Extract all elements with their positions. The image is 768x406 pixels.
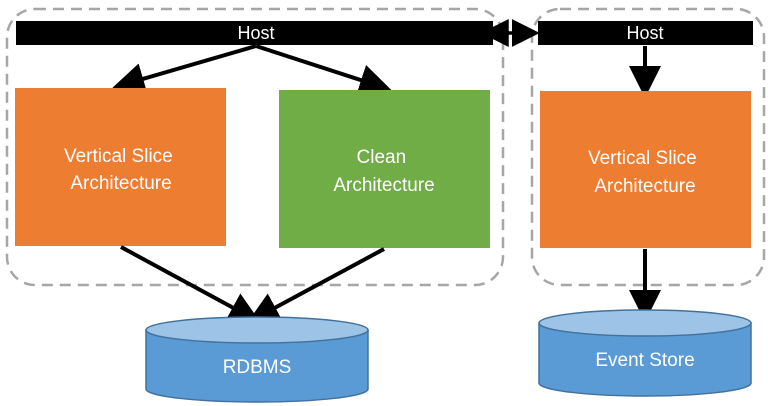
- left-host-label: Host: [237, 23, 274, 43]
- rdbms-database: RDBMS: [145, 316, 369, 403]
- rdbms-cylinder-body: [145, 329, 369, 403]
- host-to-clean-arrow: [255, 44, 392, 96]
- left-vertical-slice-box: [15, 88, 226, 246]
- left-deployment-boundary: [5, 7, 505, 287]
- vertical-slice-to-rdbms-arrow: [120, 245, 261, 323]
- event-store-database: Event Store: [538, 309, 752, 397]
- right-host-label: Host: [626, 23, 663, 43]
- rdbms-label: RDBMS: [223, 357, 292, 378]
- right-vertical-slice-box: [540, 91, 751, 248]
- right-deployment-boundary: [530, 7, 766, 287]
- right-vertical-slice-line2: Architecture: [594, 176, 695, 197]
- clean-architecture-line1: Clean: [357, 147, 407, 168]
- clean-architecture-label: Clean Architecture: [333, 147, 434, 196]
- clean-to-rdbms-arrow: [247, 247, 385, 323]
- left-host-bar: [16, 21, 493, 45]
- right-vertical-slice-label: Vertical Slice Architecture: [588, 148, 702, 197]
- clean-architecture-line2: Architecture: [333, 175, 434, 196]
- left-vertical-slice-label: Vertical Slice Architecture: [64, 146, 178, 194]
- event-store-cylinder-body: [538, 322, 752, 397]
- rdbms-cylinder-top: [145, 316, 369, 344]
- right-vertical-slice-line1: Vertical Slice: [588, 148, 697, 169]
- left-vertical-slice-line1: Vertical Slice: [64, 146, 173, 167]
- host-to-vertical-slice-arrow: [112, 44, 257, 95]
- clean-architecture-box: [279, 90, 490, 248]
- right-host-bar: [538, 21, 753, 45]
- event-store-label: Event Store: [595, 350, 694, 371]
- left-vertical-slice-line2: Architecture: [70, 173, 171, 194]
- event-store-cylinder-top: [538, 309, 752, 337]
